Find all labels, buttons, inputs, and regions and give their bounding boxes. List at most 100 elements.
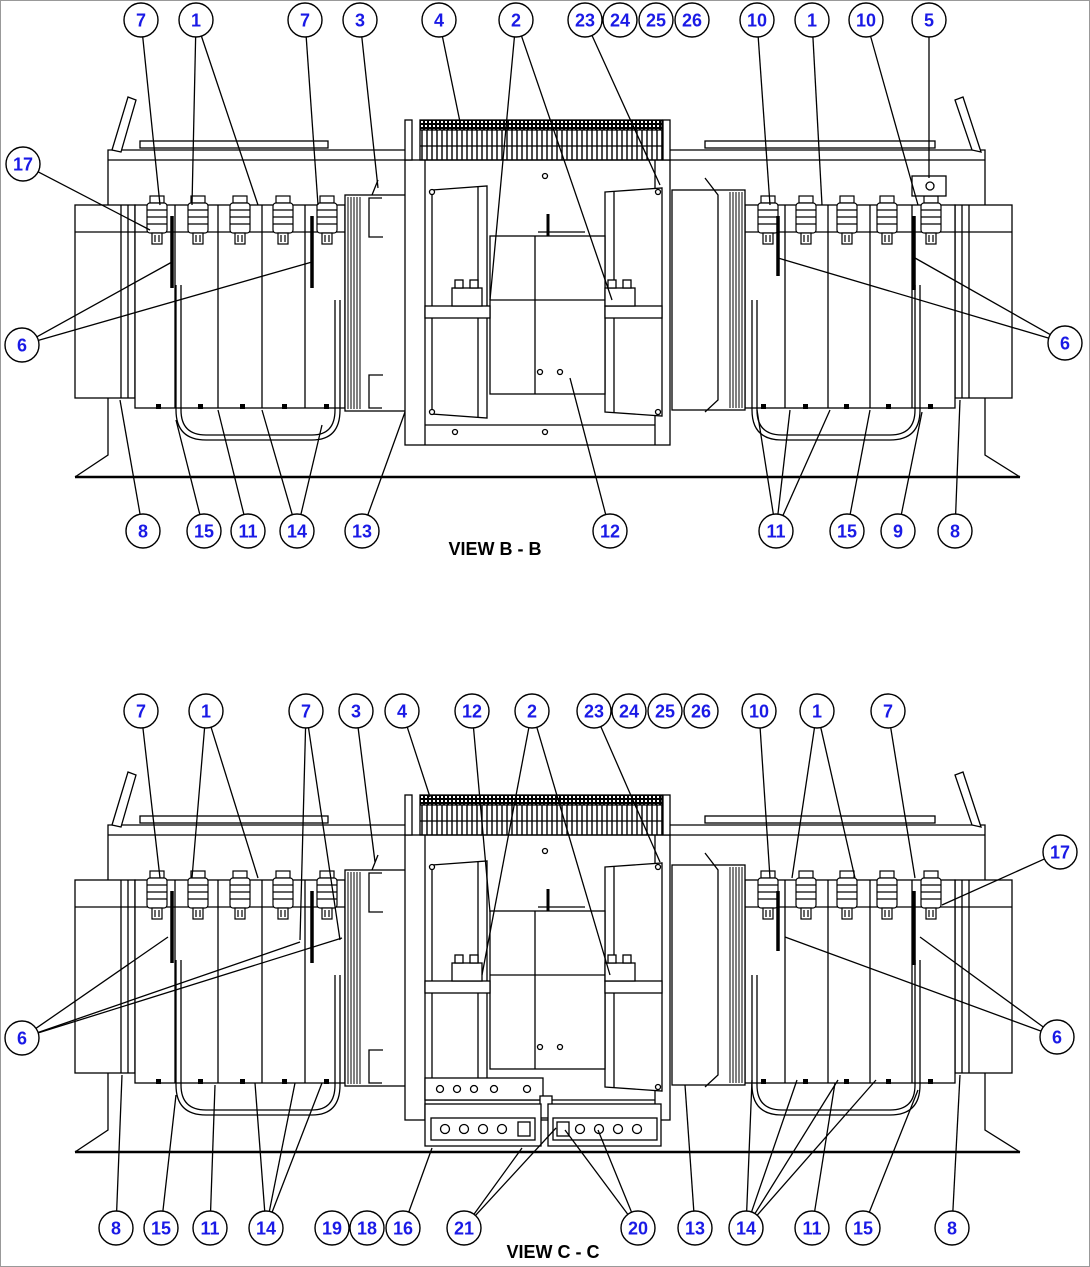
leader-line [473,1147,523,1215]
callout-balloon: 1 [178,2,214,38]
callout-number: 10 [747,11,767,31]
callout-circle [592,513,628,549]
leader-line [37,941,301,1034]
callout-circle [576,693,612,729]
leader-line [591,35,661,186]
callout-circle [741,693,777,729]
callout-number: 7 [300,11,310,31]
callout-circle [192,1210,228,1246]
callout-circle [125,513,161,549]
leader-line [38,261,313,341]
callout-circle [647,693,683,729]
leader-line [759,727,771,879]
callout-number: 14 [256,1219,276,1239]
callout-circle [514,693,550,729]
leader-line [777,409,791,515]
callout-circle [567,2,603,38]
leader-line [849,409,871,515]
callout-number: 7 [301,702,311,722]
callout-number: 24 [610,11,630,31]
callout-balloon: 11 [192,1210,228,1246]
callout-balloon: 15 [845,1210,881,1246]
callout-circle [421,2,457,38]
view-title-c: VIEW C - C [507,1242,600,1262]
callout-number: 12 [600,522,620,542]
callout-circle [178,2,214,38]
callout-balloon: 1 [799,693,835,729]
callout-circle [845,1210,881,1246]
callout-number: 1 [201,702,211,722]
leader-line [217,409,245,515]
callout-circle [758,513,794,549]
callout-balloon: 15 [143,1210,179,1246]
callout-balloon: 6 [4,327,40,363]
leader-line [268,1082,296,1212]
callout-number: 7 [136,11,146,31]
callout-number: 6 [17,336,27,356]
callout-balloon: 23 [576,693,612,729]
callout-number: 11 [766,522,785,542]
leader-line [119,399,141,515]
callout-balloon: 6 [4,1020,40,1056]
leader-lines [35,35,1051,1216]
callout-number: 24 [619,702,639,722]
callout-balloon: 19 [314,1210,350,1246]
callout-number: 25 [655,702,675,722]
callout-balloon: 7 [870,693,906,729]
callout-number: 17 [1050,843,1070,863]
leader-line [757,36,771,206]
callout-number: 8 [950,522,960,542]
callout-balloon: 8 [937,513,973,549]
callout-balloon: 9 [880,513,916,549]
leader-line [597,1129,633,1213]
callout-circle [934,1210,970,1246]
callout-number: 2 [527,702,537,722]
callout-circle [728,1210,764,1246]
leader-line [489,36,516,301]
callout-circle [5,146,41,182]
callout-number: 15 [837,522,857,542]
callout-circle [4,327,40,363]
leader-line [142,36,161,206]
machine-body-view-c [75,772,1020,1152]
callout-number: 4 [397,702,407,722]
callout-circle [230,513,266,549]
callout-circle [799,693,835,729]
callout-balloon: 26 [683,693,719,729]
terminal-boxes [424,1077,662,1147]
callout-balloon: 26 [674,2,710,38]
leader-line [300,424,323,515]
leader-line [746,1079,753,1212]
callout-number: 13 [685,1219,705,1239]
callout-balloon: 11 [758,513,794,549]
callout-number: 18 [357,1219,377,1239]
callout-circle [385,1210,421,1246]
callout-number: 19 [322,1219,342,1239]
leader-line [116,1074,123,1212]
leader-line [38,937,343,1034]
callout-number: 17 [13,155,33,175]
callout-circle [454,693,490,729]
callout-circle [1047,325,1083,361]
callout-balloon: 3 [338,693,374,729]
callout-number: 7 [136,702,146,722]
callout-number: 1 [191,11,201,31]
leader-line [564,1129,629,1215]
callout-number: 14 [736,1219,756,1239]
callout-balloon: 8 [934,1210,970,1246]
leader-line [750,1079,798,1213]
callout-circle [143,1210,179,1246]
callout-number: 5 [924,11,934,31]
callout-balloon: 3 [342,2,378,38]
callout-circle [287,2,323,38]
callout-number: 8 [947,1219,957,1239]
callout-number: 10 [856,11,876,31]
leader-line [684,1084,695,1212]
callout-circle [677,1210,713,1246]
callout-circle [248,1210,284,1246]
callout-circle [446,1210,482,1246]
leader-line [191,36,197,206]
leader-line [261,409,293,515]
leader-line [536,727,611,976]
leader-line [441,36,461,123]
